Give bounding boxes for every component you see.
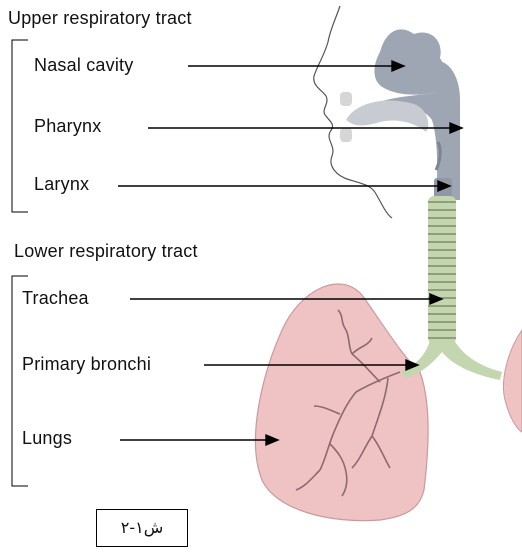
trachea-rings xyxy=(428,196,456,344)
pharynx-label: Pharynx xyxy=(34,116,101,136)
trachea-label: Trachea xyxy=(22,288,89,308)
figure-caption-box: ش۱-۲ xyxy=(96,509,188,547)
upper-teeth xyxy=(340,92,352,106)
tongue-shape xyxy=(346,101,428,132)
lower-teeth xyxy=(340,128,352,142)
lower-tract-title: Lower respiratory tract xyxy=(14,241,198,261)
primary-bronchi-label: Primary bronchi xyxy=(22,354,151,374)
lungs-label: Lungs xyxy=(22,428,72,448)
upper-tract-title: Upper respiratory tract xyxy=(8,8,192,28)
right-lung-edge xyxy=(504,330,522,432)
nasal-cavity-shape xyxy=(374,29,445,94)
figure-caption: ش۱-۲ xyxy=(97,518,187,537)
upper-bracket xyxy=(12,40,28,212)
nasal-cavity-label: Nasal cavity xyxy=(34,55,133,75)
larynx-label: Larynx xyxy=(34,174,89,194)
primary-bronchi-shape xyxy=(400,340,502,380)
